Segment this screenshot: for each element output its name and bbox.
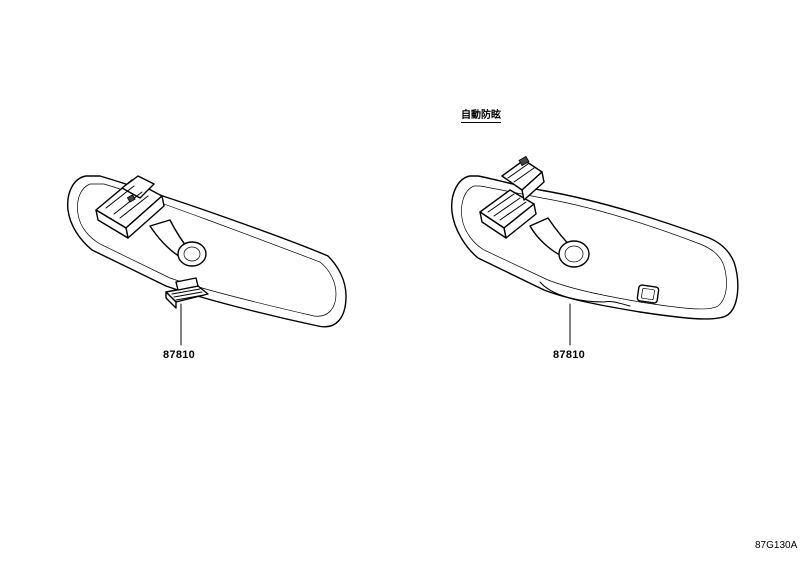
mount-bracket-left — [95, 175, 165, 239]
part-number-label-left[interactable]: 87810 — [163, 349, 196, 361]
mount-bracket-right — [479, 155, 545, 239]
mirror-standard — [67, 175, 347, 346]
mirror-housing-right — [451, 175, 739, 320]
light-sensor-window — [636, 284, 660, 304]
auto-dimming-variant-label: 自動防眩 — [461, 106, 501, 123]
mirror-auto-dimming — [451, 155, 739, 346]
illustration-code: 87G130A — [755, 540, 798, 551]
mirror-glass-left — [77, 183, 337, 317]
connector-left — [165, 277, 209, 309]
mirror-glass-right — [461, 185, 727, 310]
part-number-label-right[interactable]: 87810 — [553, 349, 586, 361]
ball-joint-right — [558, 240, 590, 268]
ball-joint-left — [177, 241, 207, 267]
